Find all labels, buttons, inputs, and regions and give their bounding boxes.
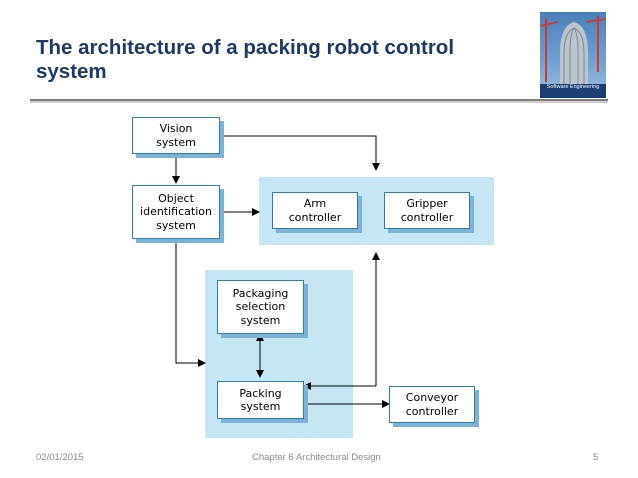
- footer-page-number: 5: [593, 452, 599, 463]
- slide-title: The architecture of a packing robot cont…: [36, 36, 455, 83]
- node-label: Vision system: [156, 122, 196, 149]
- footer-date: 02/01/2015: [36, 452, 84, 463]
- book-cover-image: Software Engineering: [540, 12, 606, 98]
- edge-vision-to-gripper: [220, 135, 380, 171]
- node-gripper-controller: Gripper controller: [384, 192, 470, 229]
- title-underline-shadow: [30, 101, 608, 103]
- node-object-identification-system: Object identification system: [132, 185, 220, 239]
- node-label: Packaging selection system: [232, 286, 289, 327]
- node-label: Arm controller: [288, 197, 342, 224]
- building-illustration: [540, 16, 606, 98]
- footer-chapter: Chapter 6 Architectural Design: [252, 452, 381, 463]
- book-cover-subtitle: Software Engineering: [540, 84, 606, 98]
- node-packaging-selection-system: Packaging selection system: [217, 280, 304, 334]
- node-label: Object identification system: [140, 191, 212, 232]
- node-arm-controller: Arm controller: [272, 192, 358, 229]
- node-vision-system: Vision system: [132, 117, 220, 154]
- node-conveyor-controller: Conveyor controller: [389, 386, 475, 423]
- node-packing-system: Packing system: [217, 381, 304, 419]
- edge-object-id-to-packing-group: [175, 239, 206, 367]
- node-label: Packing system: [239, 386, 282, 414]
- title-underline: [30, 99, 608, 101]
- node-label: Conveyor controller: [405, 391, 459, 418]
- node-label: Gripper controller: [400, 197, 454, 224]
